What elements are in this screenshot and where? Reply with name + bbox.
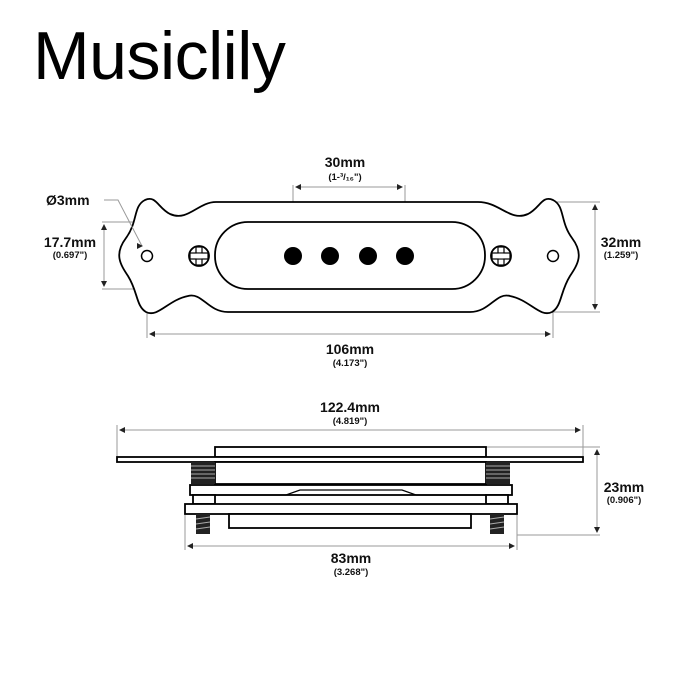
screw-icon-left bbox=[188, 245, 210, 267]
pole-piece-2 bbox=[321, 247, 339, 265]
pole-piece-3 bbox=[359, 247, 377, 265]
pole-piece-4 bbox=[396, 247, 414, 265]
coil-body bbox=[214, 461, 487, 485]
magnet-block bbox=[228, 513, 472, 529]
plate-height-inch: (1.259") bbox=[604, 250, 639, 261]
mounting-hole-right bbox=[546, 249, 560, 263]
overall-length-inch: (4.819") bbox=[333, 416, 368, 427]
hole-diameter-label: Ø3mm bbox=[46, 192, 90, 208]
plate-height-mm: 32mm bbox=[601, 234, 641, 250]
hole-spacing-mm: 17.7mm bbox=[44, 234, 96, 250]
base-width-mm: 83mm bbox=[331, 550, 371, 566]
height-screw-icon-left bbox=[195, 514, 211, 534]
overall-height-mm: 23mm bbox=[604, 479, 644, 495]
plate-width-inch: (4.173") bbox=[333, 358, 368, 369]
overall-length-mm: 122.4mm bbox=[320, 399, 380, 415]
screw-icon-right bbox=[490, 245, 512, 267]
pole-spacing-inch: (1-³/₁₆") bbox=[328, 172, 361, 183]
pole-piece-1 bbox=[284, 247, 302, 265]
post-left bbox=[192, 494, 216, 505]
hole-spacing-inch: (0.697") bbox=[53, 250, 88, 261]
base-plate bbox=[184, 503, 518, 515]
pole-spacing-mm: 30mm bbox=[325, 154, 365, 170]
bobbin-cover bbox=[214, 221, 486, 290]
base-width-inch: (3.268") bbox=[334, 567, 369, 578]
mounting-hole-left bbox=[140, 249, 154, 263]
height-screw-icon-right bbox=[489, 514, 505, 534]
spring-icon-left bbox=[191, 462, 215, 484]
spring-icon-right bbox=[486, 462, 510, 484]
brand-logo: Musiclily bbox=[33, 18, 286, 94]
plate-width-mm: 106mm bbox=[326, 341, 374, 357]
side-view: 122.4mm (4.819") bbox=[116, 399, 644, 578]
post-right bbox=[485, 494, 509, 505]
top-view: 30mm (1-³/₁₆") Ø3mm 17.7mm (0.697") 32mm… bbox=[44, 154, 641, 369]
cover-top bbox=[214, 446, 487, 458]
overall-height-inch: (0.906") bbox=[607, 495, 642, 506]
